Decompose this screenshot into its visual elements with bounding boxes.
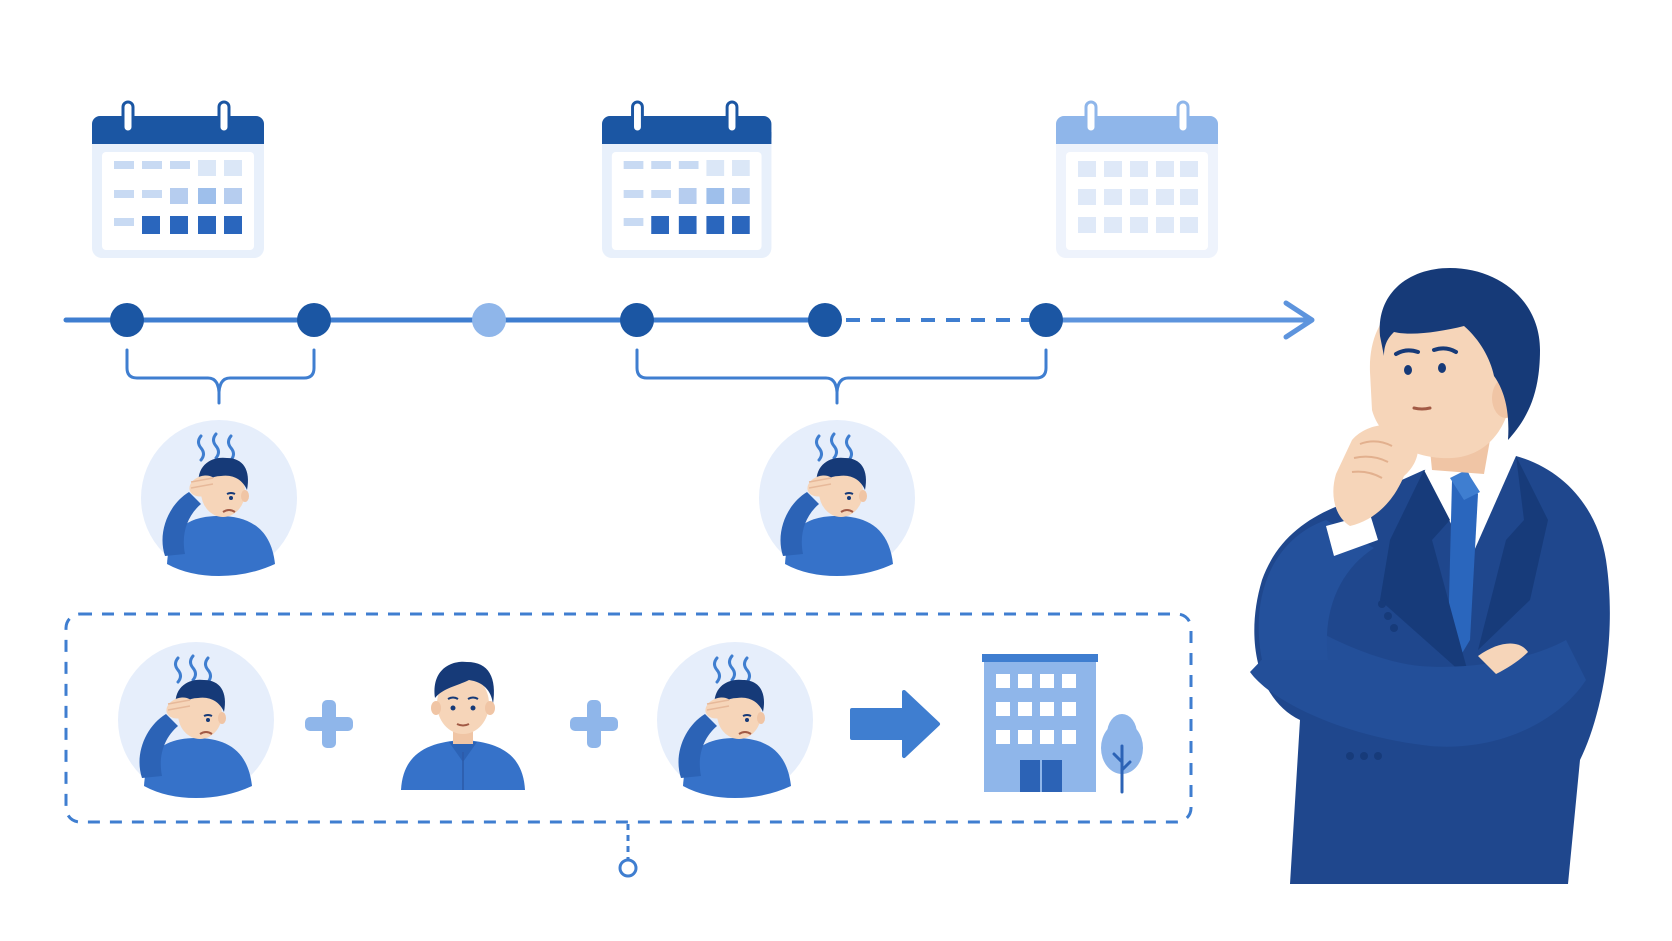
stressed-person-2-icon: [757, 418, 917, 578]
equation-stressed-person-1-icon: [116, 640, 276, 800]
calm-person-icon: [400, 660, 526, 791]
equation-connector-node: [618, 858, 638, 878]
stressed-person-1-icon: [139, 418, 299, 578]
timeline-node-n2: [297, 303, 331, 337]
plus-icon-1: [305, 700, 353, 748]
timeline-node-n3: [472, 303, 506, 337]
plus-icon-2: [570, 700, 618, 748]
timeline-node-n5: [808, 303, 842, 337]
tree-icon: [1101, 714, 1143, 794]
office-building-icon: [982, 654, 1098, 792]
arrow-right-icon: [1283, 300, 1315, 340]
bracket-2: [635, 348, 1048, 405]
calendar-3-icon: [1054, 100, 1220, 260]
thinking-businessman: [1250, 268, 1610, 884]
equation-stressed-person-2-icon: [655, 640, 815, 800]
timeline-node-n1: [110, 303, 144, 337]
timeline-node-n6: [1029, 303, 1063, 337]
timeline-node-n4: [620, 303, 654, 337]
timeline: [63, 300, 1315, 340]
bracket-1: [125, 348, 316, 405]
arrow-right-icon-equation: [850, 690, 940, 758]
calendar-2-icon: [600, 100, 773, 260]
calendar-1-icon: [90, 100, 266, 260]
